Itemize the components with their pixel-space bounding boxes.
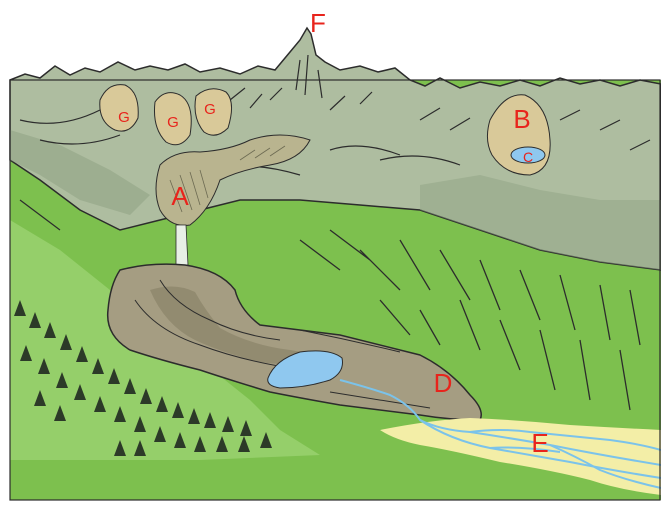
frame-outline [9, 79, 661, 501]
moraine-ridges [134, 279, 431, 409]
label-b: B [513, 104, 530, 134]
glacier-striations [169, 145, 286, 213]
label-g-1: G [118, 109, 130, 126]
cirque-glacier-3 [194, 88, 232, 136]
conifer-tree-icon [194, 436, 206, 452]
tarn-lake [510, 146, 546, 164]
proglacial-lake [267, 350, 343, 389]
label-c: C [523, 149, 533, 165]
label-d: D [434, 368, 453, 398]
meltwater-fall [175, 224, 189, 266]
conifer-tree-icon [260, 432, 272, 448]
label-a: A [171, 181, 189, 211]
conifer-tree-icon [29, 312, 41, 328]
moraine-inner [150, 286, 340, 365]
forest-trees [14, 300, 272, 456]
cirque-glacier-1 [99, 84, 139, 132]
valley-glacier [155, 134, 311, 226]
conifer-tree-icon [240, 420, 252, 436]
slope-gullies [299, 229, 641, 411]
mountain-shadow-right [420, 175, 661, 270]
conifer-tree-icon [174, 432, 186, 448]
conifer-tree-icon [14, 300, 26, 316]
conifer-tree-icon [74, 384, 86, 400]
conifer-tree-icon [172, 402, 184, 418]
label-g-3: G [204, 101, 216, 118]
conifer-tree-icon [44, 322, 56, 338]
label-g-2: G [167, 114, 179, 131]
conifer-tree-icon [154, 426, 166, 442]
conifer-tree-icon [56, 372, 68, 388]
conifer-tree-icon [134, 416, 146, 432]
conifer-tree-icon [216, 436, 228, 452]
label-f: F [310, 8, 326, 38]
conifer-tree-icon [156, 396, 168, 412]
conifer-tree-icon [114, 440, 126, 456]
conifer-tree-icon [92, 358, 104, 374]
conifer-tree-icon [108, 368, 120, 384]
conifer-tree-icon [34, 390, 46, 406]
conifer-tree-icon [140, 388, 152, 404]
braided-streams [339, 379, 661, 489]
conifer-tree-icon [124, 378, 136, 394]
conifer-tree-icon [188, 408, 200, 424]
conifer-tree-icon [94, 396, 106, 412]
mountain-shadow [10, 130, 150, 215]
conifer-tree-icon [204, 412, 216, 428]
conifer-tree-icon [60, 334, 72, 350]
conifer-tree-icon [134, 440, 146, 456]
conifer-tree-icon [76, 346, 88, 362]
conifer-tree-icon [54, 405, 66, 421]
conifer-tree-icon [114, 406, 126, 422]
conifer-tree-icon [20, 345, 32, 361]
conifer-tree-icon [238, 436, 250, 452]
conifer-tree-icon [38, 358, 50, 374]
conifer-tree-icon [222, 416, 234, 432]
label-e: E [531, 428, 548, 458]
cirque-glacier-2 [154, 92, 192, 146]
